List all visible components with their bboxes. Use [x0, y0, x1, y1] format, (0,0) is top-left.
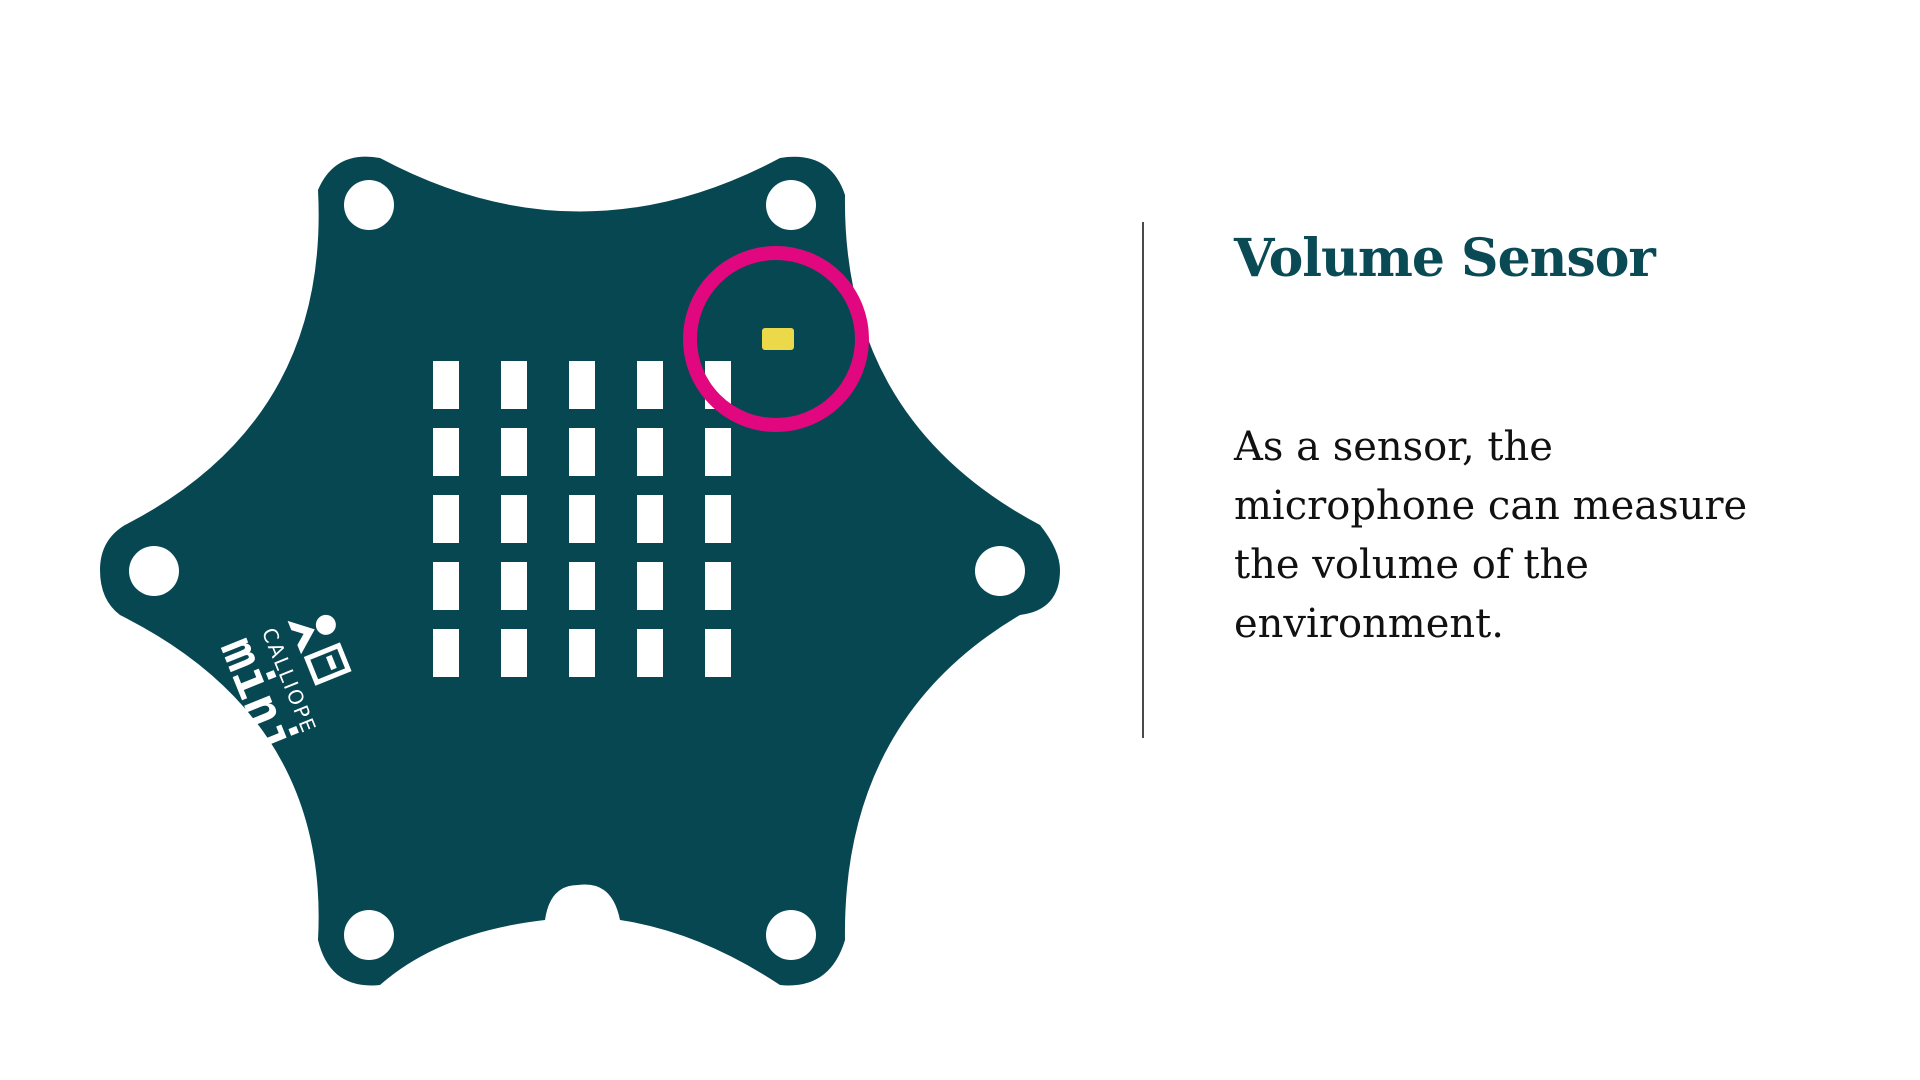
- slide-body: As a sensor, the microphone can measure …: [1234, 418, 1834, 654]
- led: [501, 495, 527, 543]
- led: [433, 495, 459, 543]
- led: [501, 428, 527, 476]
- calliope-muse-logo-icon: [287, 614, 352, 686]
- led: [433, 629, 459, 677]
- led: [433, 361, 459, 409]
- mounting-hole: [975, 546, 1025, 596]
- led: [433, 562, 459, 610]
- microphone-component-icon: [762, 328, 794, 350]
- led-matrix: [433, 361, 731, 677]
- slide-title: Volume Sensor: [1234, 228, 1656, 289]
- led: [569, 361, 595, 409]
- led: [705, 495, 731, 543]
- mounting-hole: [766, 180, 816, 230]
- led: [569, 562, 595, 610]
- mounting-hole: [766, 910, 816, 960]
- mounting-hole: [344, 910, 394, 960]
- led: [569, 495, 595, 543]
- mounting-hole: [344, 180, 394, 230]
- led: [705, 629, 731, 677]
- led: [637, 361, 663, 409]
- led: [637, 495, 663, 543]
- led: [705, 428, 731, 476]
- led: [501, 562, 527, 610]
- mounting-hole: [129, 546, 179, 596]
- led: [569, 428, 595, 476]
- calliope-mini-board-illustration: CALLIOPE mini: [100, 156, 1060, 986]
- led: [433, 428, 459, 476]
- led: [569, 629, 595, 677]
- highlight-circle-icon: [683, 246, 869, 432]
- led: [637, 562, 663, 610]
- led: [637, 428, 663, 476]
- body-line: microphone can measure: [1234, 483, 1748, 529]
- vertical-divider: [1142, 222, 1144, 738]
- led: [501, 361, 527, 409]
- led: [637, 629, 663, 677]
- led: [705, 562, 731, 610]
- led: [501, 629, 527, 677]
- body-line: the volume of the: [1234, 542, 1589, 588]
- body-line: As a sensor, the: [1234, 424, 1553, 470]
- body-line: environment.: [1234, 601, 1504, 647]
